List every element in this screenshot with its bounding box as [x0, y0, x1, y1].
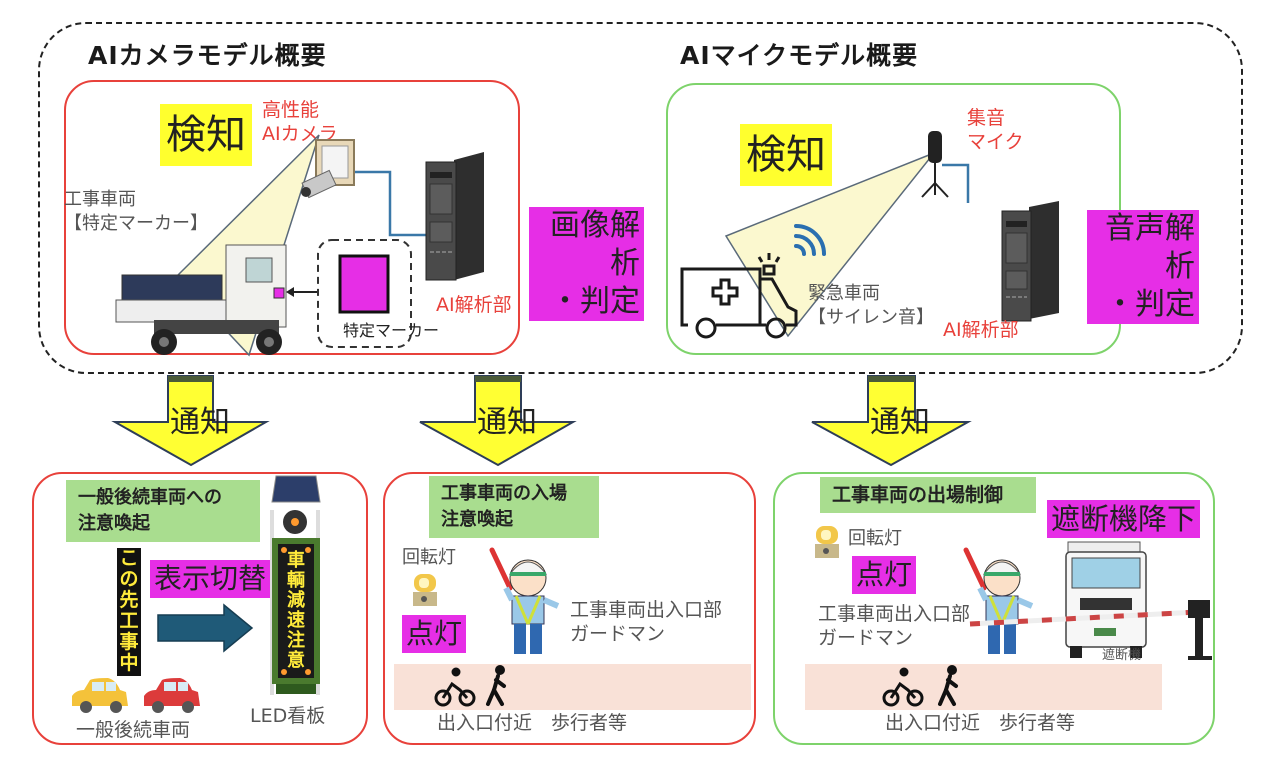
models-overview-group: [38, 22, 1243, 374]
notify-label-1: 通知: [170, 405, 230, 440]
before-sign-display: こ の 先 工 事 中: [117, 548, 141, 676]
notify-arrow-1: [111, 375, 270, 467]
barrier-gate-icon: [969, 600, 1212, 660]
entry-rotating-beacon-icon: [413, 574, 437, 606]
construction-truck-icon: [115, 244, 287, 355]
yellow-car-icon: [72, 678, 128, 713]
camera-scene-graphic: [115, 134, 484, 357]
mic-scene-graphic: [680, 131, 1059, 339]
notify-label-3: 通知: [870, 405, 930, 440]
entry-guardman-label: 工事車両出入口部 ガードマン: [570, 599, 723, 645]
mic-cable: [942, 163, 970, 203]
exit-area-label: 出入口付近 歩行者等: [885, 712, 1076, 734]
cyclist-icon: [434, 667, 476, 707]
camera-ai-analysis-unit-label: AI解析部: [436, 294, 512, 316]
exit-truck-barrier-graphic: [969, 541, 1212, 660]
mic-ai-analysis-unit-label: AI解析部: [943, 319, 1019, 341]
entry-pedestrian-cyclist-icons: [434, 665, 506, 707]
led-sign-text: 車 輌 減 速 注 意: [287, 550, 305, 671]
microphone-icon: [921, 131, 949, 198]
mic-detect-label: 検知: [740, 124, 832, 186]
exit-guardman-icon: [963, 547, 1034, 654]
notify-arrows: [111, 375, 972, 467]
emergency-vehicle-icon: [680, 253, 798, 339]
camera-detect-label: 検知: [160, 104, 252, 166]
entry-alert-heading: 工事車両の入場 注意喚起: [429, 476, 599, 538]
exit-control-heading: 工事車両の出場制御: [820, 477, 1036, 513]
audio-analysis-label: 音声解析 ・判定: [1087, 210, 1199, 324]
following-vehicles-heading: 一般後続車両への 注意喚起: [66, 480, 260, 542]
entry-beacon-label: 回転灯: [402, 547, 456, 568]
pedestrian-icon: [486, 665, 506, 706]
switch-arrow-icon: [157, 603, 254, 653]
camera-cable: [355, 170, 429, 237]
display-switch-label: 表示切替: [150, 560, 271, 598]
specific-marker: [338, 254, 390, 314]
exit-beacon-label: 回転灯: [848, 528, 902, 549]
entry-beacon-state: 点灯: [402, 615, 467, 653]
marker-callout-box: [317, 239, 412, 348]
exit-rotating-beacon-icon: [815, 526, 839, 558]
exit-guardman-label: 工事車両出入口部 ガードマン: [818, 603, 971, 649]
mic-ai-server-icon: [1001, 201, 1059, 322]
sound-wave-icon: [794, 224, 826, 256]
exit-sidewalk-band: [805, 664, 1162, 710]
image-analysis-label: 画像解析 ・判定: [529, 207, 644, 321]
entry-guardman-icon: [489, 547, 560, 654]
front-truck-icon: [1065, 541, 1147, 658]
exit-beacon-state: 点灯: [852, 556, 917, 594]
construction-vehicle-label: 工事車両 【特定マーカー】: [64, 189, 208, 234]
mic-model-title: AIマイクモデル概要: [680, 41, 919, 70]
following-cars-icon: [72, 678, 200, 713]
ai-camera-icon: [301, 139, 355, 199]
marker-label: 特定マーカー: [343, 321, 440, 340]
notify-arrow-3: [811, 375, 972, 467]
led-signboard-icon: [270, 475, 321, 695]
exit-pedestrian-cyclist-icons: [882, 665, 958, 707]
barrier-label: 遮断機: [1102, 648, 1142, 663]
ai-server-icon: [425, 152, 484, 281]
truck-marker: [273, 287, 285, 299]
led-signboard-label: LED看板: [250, 705, 326, 727]
pedestrian-icon: [938, 665, 958, 706]
camera-model-title: AIカメラモデル概要: [88, 41, 327, 70]
following-cars-label: 一般後続車両: [76, 719, 191, 741]
notify-arrow-2: [419, 375, 577, 467]
red-car-icon: [144, 678, 200, 713]
entry-area-label: 出入口付近 歩行者等: [437, 712, 628, 734]
mic-label: 集音 マイク: [967, 107, 1024, 153]
notify-label-2: 通知: [477, 405, 537, 440]
barrier-action-label: 遮断機降下: [1047, 500, 1201, 538]
emergency-vehicle-label: 緊急車両 【サイレン音】: [808, 283, 934, 328]
cyclist-icon: [882, 667, 924, 707]
